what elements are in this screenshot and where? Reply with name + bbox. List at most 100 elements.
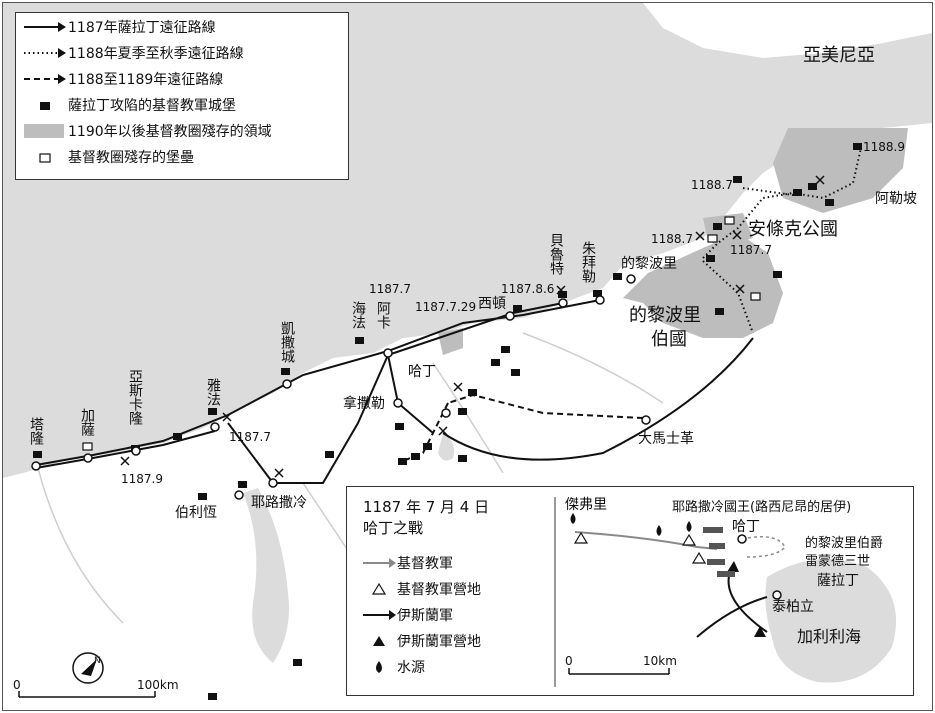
city-damascus [641, 415, 651, 425]
castle-mark [395, 423, 404, 430]
dashed-arrow-icon [20, 69, 68, 89]
city-arsuf [210, 422, 220, 432]
castle-mark [173, 433, 182, 440]
legend-row-1188-1189: 1188至1189年遠征路線 [20, 69, 223, 89]
castle-mark [355, 337, 364, 344]
northern-sea [343, 3, 603, 63]
scale-zero: 0 [13, 678, 21, 692]
fort-mark [707, 234, 718, 243]
city-acre [383, 348, 393, 358]
castle-mark [513, 305, 522, 312]
castle-mark [491, 359, 500, 366]
inset-label-raymond-1: 的黎波里伯爵 [805, 535, 883, 551]
inset-label-sepphoris: 傑弗里 [565, 497, 607, 513]
label-sidon: 西頓 [478, 296, 506, 312]
inset-hattin-marker [737, 534, 747, 544]
label-acre: 阿卡 [375, 301, 391, 329]
inset-christian-route [574, 531, 718, 550]
date-1188-9: 1188.9 [863, 140, 905, 154]
inset-label-hattin: 哈丁 [732, 519, 760, 535]
fort-mark [82, 442, 93, 451]
legend-row-fort: 基督教圈殘存的堡壘 [20, 147, 194, 167]
castle-mark [593, 290, 602, 297]
city-sidon [505, 311, 515, 321]
inset-label-king: 耶路撒冷國王(路西尼昂的居伊) [672, 499, 851, 515]
inset-label-water: 水源 [397, 660, 425, 676]
label-antioch: 安條克公國 [748, 219, 838, 240]
legend-label-captured: 薩拉丁攻陷的基督教軍城堡 [68, 98, 236, 114]
label-tripoli: 的黎波里 [621, 256, 677, 272]
dead-sea [243, 488, 289, 663]
hattin-inset: 1187 年 7 月 4 日 哈丁之戰 基督教軍 基督教軍營地 伊斯蘭軍 伊斯蘭… [346, 486, 914, 696]
city-caesarea [282, 379, 292, 389]
route-1187 [35, 299, 754, 484]
scale-bar: 0 100km [13, 678, 179, 698]
castle-mark [423, 443, 432, 450]
date-1187-9: 1187.9 [121, 472, 163, 486]
dotted-arrow-icon [20, 43, 68, 63]
legend-row-1188-summer: 1188年夏季至秋季遠征路線 [20, 43, 244, 63]
city-hattin [441, 408, 451, 418]
black-arrow-icon [361, 605, 397, 625]
label-gaza: 加薩 [79, 408, 95, 437]
castle-mark [793, 189, 802, 196]
date-1188-7b: 1188.7 [651, 232, 693, 246]
inset-label-islamic-camp: 伊斯蘭軍營地 [397, 634, 481, 650]
date-1188-7a: 1188.7 [691, 178, 733, 192]
inset-map: 0 10km 傑弗里 耶路撒冷國王(路西尼昂的居伊) 哈丁 的黎波里伯爵 雷蒙德… [554, 497, 897, 687]
tripoli-territory [623, 233, 783, 338]
compass-icon: N [72, 652, 104, 684]
castle-mark [468, 389, 477, 396]
label-damascus: 大馬士革 [638, 431, 694, 447]
label-caesarea: 凱撒城 [279, 321, 295, 364]
date-1187-7b: 1187.7 [369, 282, 411, 296]
inset-label-christian-camp: 基督教軍營地 [397, 582, 481, 598]
inset-troop-blocks [703, 527, 735, 577]
water-drop-icon [361, 657, 397, 677]
inset-water-3 [686, 521, 692, 532]
legend-label-territory: 1190年以後基督教圈殘存的領域 [68, 124, 272, 140]
castle-mark [853, 143, 862, 150]
solid-triangle-icon [361, 631, 397, 651]
castle-mark [293, 659, 302, 666]
date-1187-8-6: 1187.8.6 [501, 282, 554, 296]
legend-row-captured: 薩拉丁攻陷的基督教軍城堡 [20, 95, 236, 115]
castle-mark [733, 176, 742, 183]
inset-label-christian-army: 基督教軍 [397, 556, 453, 572]
city-tripoli [626, 274, 636, 284]
river-lines [37, 332, 664, 624]
city-ascalon [131, 446, 141, 456]
inset-label-islamic-army: 伊斯蘭軍 [397, 608, 453, 624]
inset-camp-1 [573, 531, 589, 544]
battle-marks [120, 175, 825, 478]
castle-mark [458, 408, 467, 415]
legend-label-1188-summer: 1188年夏季至秋季遠征路線 [68, 46, 244, 62]
label-haifa: 海法 [350, 301, 366, 329]
remaining-forts [82, 216, 761, 451]
label-tripoli-county-1: 的黎波里 [629, 305, 701, 326]
label-ascalon: 亞斯卡隆 [127, 369, 143, 426]
castle-mark [458, 455, 467, 462]
castle-mark [411, 453, 420, 460]
castle-mark [613, 273, 622, 280]
route-1188-1189 [402, 393, 644, 462]
castle-icon [20, 95, 68, 115]
castle-mark [325, 451, 334, 458]
inset-dashed-ring [741, 536, 786, 558]
city-jubayl [595, 295, 605, 305]
inset-label-saladin: 薩拉丁 [817, 573, 859, 589]
inset-water-2 [656, 525, 662, 536]
inset-title-line1: 1187 年 7 月 4 日 [363, 498, 490, 516]
tyre-territory [438, 328, 463, 355]
city-nablus [393, 398, 403, 408]
inset-lake [765, 559, 897, 683]
city-markers [31, 274, 651, 500]
hollow-triangle-icon [361, 579, 397, 599]
fort-mark [750, 292, 761, 301]
inset-camp-3 [691, 551, 707, 564]
legend: 1187年薩拉丁遠征路線 1188年夏季至秋季遠征路線 1188至1189年遠征… [15, 12, 349, 180]
castle-mark [238, 481, 247, 488]
label-jubayl: 朱拜勒 [580, 241, 596, 284]
gray-arrow-icon [361, 553, 397, 573]
label-beirut: 貝魯特 [548, 233, 564, 275]
